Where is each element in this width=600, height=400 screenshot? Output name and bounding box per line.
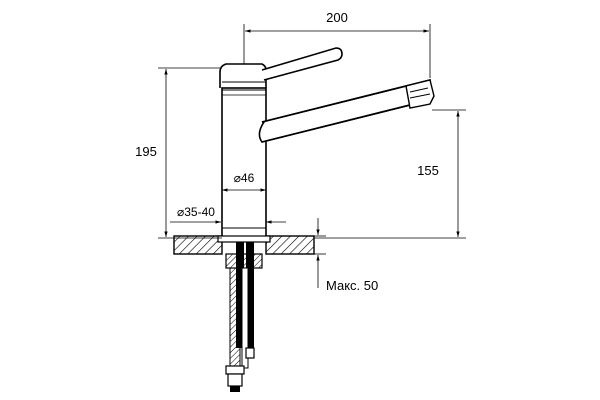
- spout-height-label: 155: [417, 163, 439, 178]
- total-height-label: 195: [135, 144, 157, 159]
- reach-label: 200: [326, 10, 348, 25]
- max-countertop-label: Макс. 50: [326, 278, 378, 293]
- faucet-body: [219, 63, 267, 239]
- body-diameter-label: ⌀46: [234, 171, 255, 185]
- dimension-body-diameter: ⌀46: [222, 171, 266, 192]
- dimension-hole-diameter: ⌀35-40: [170, 205, 286, 224]
- dimension-reach: 200: [243, 10, 431, 78]
- hole-diameter-label: ⌀35-40: [177, 205, 215, 219]
- spout: [258, 78, 435, 143]
- dimension-spout-height: 155: [314, 109, 466, 239]
- dimension-total-height: 195: [135, 67, 222, 239]
- handle-lever: [261, 47, 343, 81]
- supply-hoses: [225, 242, 255, 392]
- dimension-max-countertop: Макс. 50: [314, 218, 378, 293]
